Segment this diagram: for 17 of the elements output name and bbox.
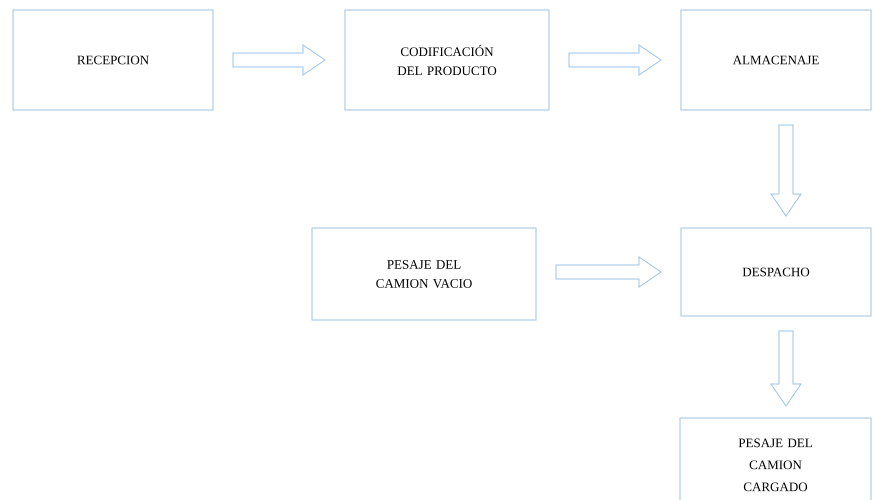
process-box bbox=[344, 10, 550, 110]
block-arrow bbox=[556, 256, 662, 288]
box-label: CODIFICACIÓN DEL PRODUCTO bbox=[398, 44, 496, 76]
box-label: RECEPCION bbox=[77, 56, 149, 64]
block-arrow bbox=[770, 330, 802, 407]
block-arrow bbox=[568, 44, 662, 76]
process-box bbox=[680, 228, 872, 316]
process-box bbox=[680, 418, 872, 500]
box-label: PESAJE DEL CAMION CARGADO bbox=[738, 438, 812, 492]
process-box bbox=[312, 228, 536, 320]
process-box bbox=[680, 10, 872, 110]
box-label: ALMACENAJE bbox=[732, 56, 819, 64]
block-arrow bbox=[232, 44, 326, 76]
block-arrow bbox=[770, 124, 802, 217]
box-label: PESAJE DEL CAMION VACIO bbox=[376, 260, 472, 288]
box-label: DESPACHO bbox=[742, 268, 810, 276]
process-box bbox=[12, 10, 214, 110]
